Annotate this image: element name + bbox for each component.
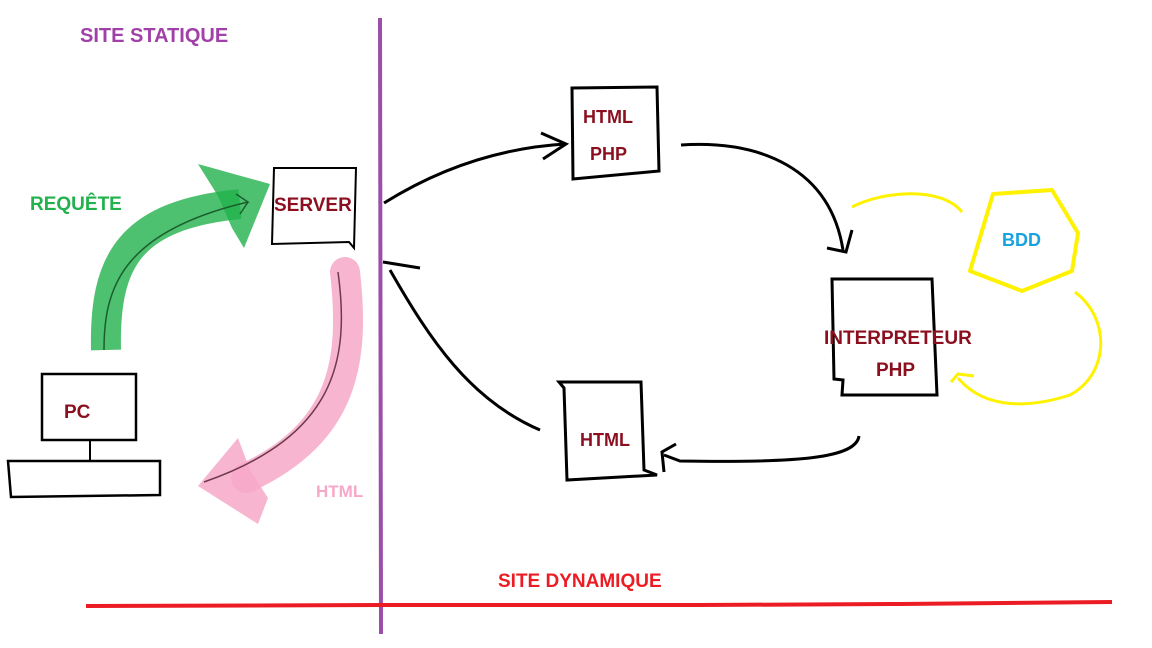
source-file-label-line2: PHP [590, 144, 628, 164]
connector-interpreter-to-output [663, 435, 861, 463]
response-label: HTML [316, 482, 364, 501]
response-arrow-stroke [203, 271, 343, 483]
database-hexagon [968, 188, 1080, 293]
response-arrow-body [231, 257, 364, 493]
connector-source-to-interpreter-head [826, 229, 854, 254]
pc-label: PC [64, 402, 91, 423]
output-file-label: HTML [580, 430, 630, 450]
source-file-box [570, 85, 661, 181]
server-label: SERVER [274, 195, 352, 216]
output-file-box [555, 380, 658, 482]
connector-interpreter-to-output-head [660, 442, 677, 473]
connector-server-to-source [383, 142, 566, 205]
connector-output-to-server-head [382, 260, 421, 270]
connector-server-to-source-head [540, 131, 570, 161]
interpreter-box [830, 277, 939, 397]
connector-db-to-interpreter [956, 290, 1103, 406]
pc-keyboard [6, 459, 162, 499]
static-divider-line [378, 17, 383, 635]
server-box [270, 167, 358, 251]
connector-output-to-server [388, 269, 541, 432]
site-statique-label: SITE STATIQUE [80, 25, 229, 47]
request-arrow-body [90, 189, 242, 351]
connector-db-to-interpreter-head [949, 372, 975, 383]
site-dynamique-label: SITE DYNAMIQUE [498, 571, 662, 592]
source-file-label-line1: HTML [583, 107, 633, 127]
interpreter-label-line1: INTERPRETEUR [824, 328, 972, 349]
pc-monitor [40, 372, 138, 442]
request-arrow-stroke [103, 193, 250, 351]
dynamic-divider-line [85, 600, 1113, 608]
response-arrow-head [198, 438, 268, 524]
request-label: REQUÊTE [30, 194, 122, 215]
connector-interpreter-to-db [851, 192, 964, 213]
interpreter-label-line2: PHP [876, 360, 916, 381]
database-label: BDD [1002, 230, 1041, 250]
connector-source-to-interpreter [680, 142, 845, 251]
